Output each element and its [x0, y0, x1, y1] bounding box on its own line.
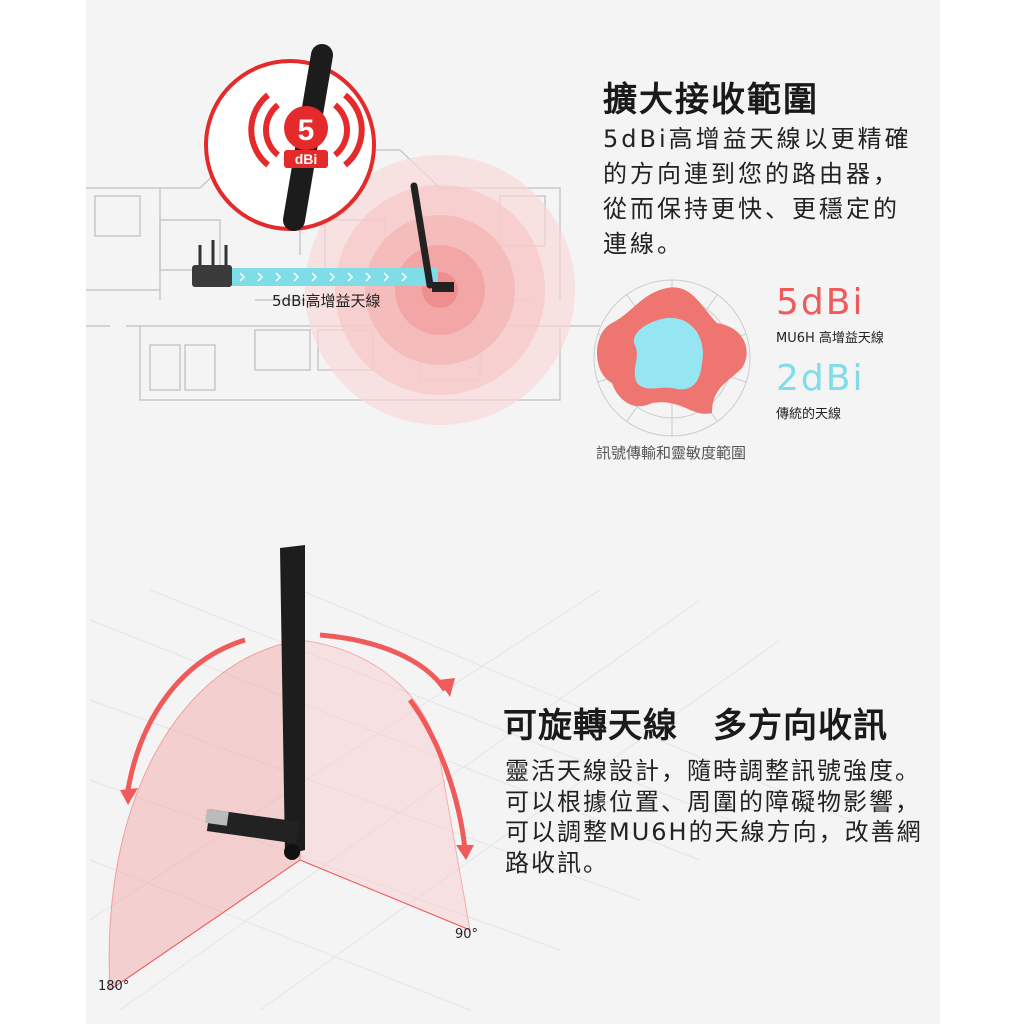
rotation-arrow-icon [125, 632, 468, 851]
section1-description: 5dBi高增益天線以更精確 的方向連到您的路由器， 從而保持更快、更穩定的 連線… [603, 122, 912, 262]
5dbi-badge-icon [248, 92, 365, 168]
description-line: 靈活天線設計，隨時調整訊號強度。 [505, 757, 921, 785]
rotation-fan [108, 639, 301, 991]
magnifier: 5 dBi [204, 44, 376, 231]
legend-5dbi-value: 5dBi [776, 282, 865, 323]
section1-title: 擴大接收範圍 [603, 80, 819, 120]
description-line: 的方向連到您的路由器， [603, 160, 900, 188]
beam-caption: 5dBi高增益天線 [272, 292, 381, 310]
section2-description: 靈活天線設計，隨時調整訊號強度。 可以根據位置、周圍的障礙物影響， 可以調整MU… [505, 756, 923, 878]
chart-caption: 訊號傳輸和靈敏度範圍 [596, 444, 747, 462]
router-icon [192, 240, 232, 287]
description-line: 5dBi高增益天線以更精確 [603, 125, 912, 153]
description-line: 路收訊。 [505, 848, 609, 877]
usb-adapter-icon [410, 182, 454, 292]
description-line: 從而保持更快、更穩定的 [603, 195, 900, 223]
2dbi-pattern [633, 317, 703, 390]
legend-2dbi-value: 2dBi [776, 358, 865, 399]
description-line: 可以調整MU6H的天線方向，改善網 [505, 818, 923, 846]
description-line: 連線。 [603, 230, 684, 258]
section2-title: 可旋轉天線 多方向收訊 [503, 706, 888, 746]
badge-number: 5 [298, 114, 315, 147]
antenna-icon [205, 545, 305, 860]
angle-90-label: 90° [455, 927, 478, 942]
legend-2dbi-label: 傳統的天線 [776, 407, 842, 422]
description-line: 可以根據位置、周圍的障礙物影響， [505, 787, 921, 816]
badge-unit: dBi [295, 151, 318, 167]
radar-chart [593, 279, 751, 437]
angle-180-label: 180° [98, 979, 129, 994]
legend-5dbi-label: MU6H 高增益天線 [776, 331, 884, 346]
